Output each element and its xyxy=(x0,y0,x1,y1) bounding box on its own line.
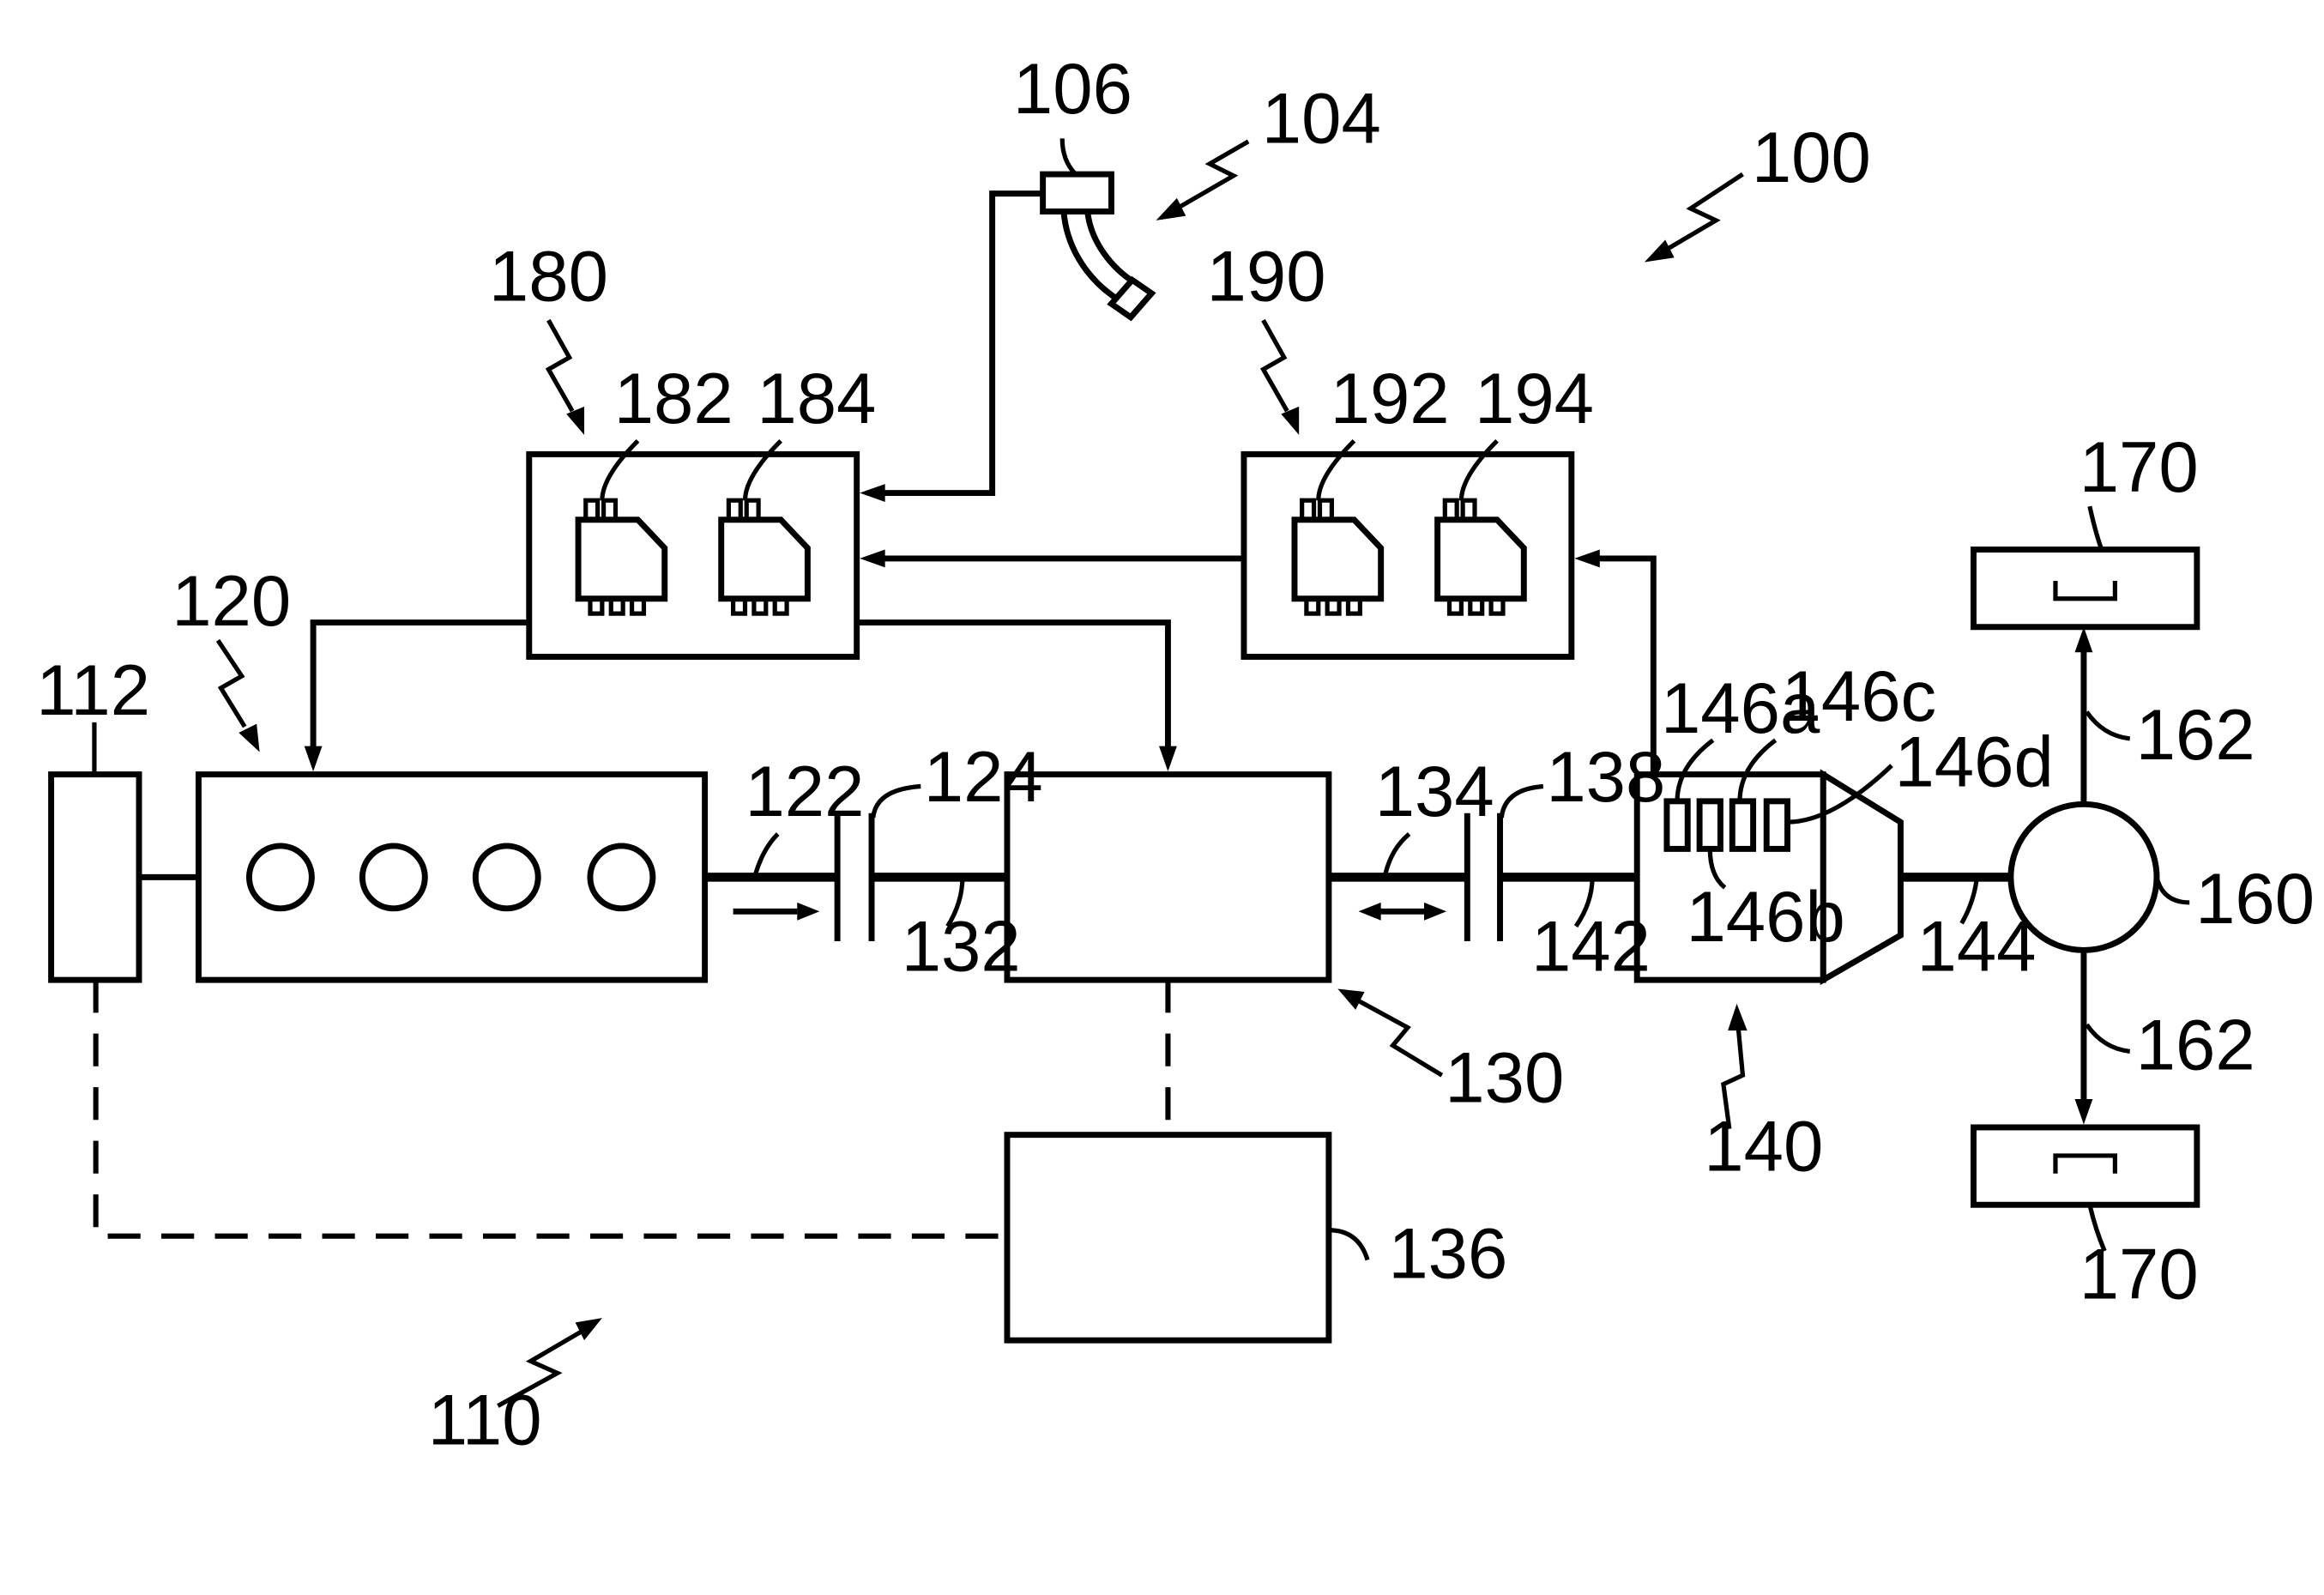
label-120: 120 xyxy=(172,561,291,641)
label-100: 100 xyxy=(1752,118,1871,197)
arrowhead-190-to-180 xyxy=(860,549,885,567)
arrow-134-head-right xyxy=(1424,903,1446,921)
label-190: 190 xyxy=(1207,237,1326,317)
label-140: 140 xyxy=(1704,1106,1823,1186)
label-194: 194 xyxy=(1475,359,1594,438)
axle-162-top-head xyxy=(2075,627,2093,653)
label-122: 122 xyxy=(745,752,864,831)
cable-104-inner xyxy=(1088,211,1136,282)
box-112 xyxy=(51,775,139,981)
label-112: 112 xyxy=(36,650,150,730)
label-110: 110 xyxy=(428,1381,542,1460)
engine-120 xyxy=(198,775,704,981)
arrowhead-180-to-130 xyxy=(1159,746,1177,772)
label-162-top: 162 xyxy=(2136,695,2255,775)
wheel-170-top xyxy=(1973,549,2196,626)
label-160: 160 xyxy=(2195,859,2315,939)
arrow-134-head-left xyxy=(1359,903,1381,921)
arrowhead-180-to-120 xyxy=(305,746,323,772)
label-180: 180 xyxy=(489,237,608,317)
label-192: 192 xyxy=(1331,359,1450,438)
label-134: 134 xyxy=(1375,752,1494,831)
label-182: 182 xyxy=(614,359,733,438)
arrowhead-140-to-190 xyxy=(1574,549,1600,567)
label-132: 132 xyxy=(902,907,1021,987)
label-130: 130 xyxy=(1445,1037,1564,1117)
label-124: 124 xyxy=(924,737,1043,817)
label-184: 184 xyxy=(757,359,876,438)
label-170-top: 170 xyxy=(2080,427,2199,507)
label-162-bottom: 162 xyxy=(2136,1005,2255,1084)
arrow-122-head xyxy=(797,903,819,921)
transmission-130 xyxy=(1007,775,1329,981)
line-180-to-130 xyxy=(857,623,1168,750)
label-138: 138 xyxy=(1546,737,1665,817)
plug-104 xyxy=(1111,280,1151,317)
label-106: 106 xyxy=(1013,49,1132,129)
line-180-to-120 xyxy=(313,623,529,750)
wheel-170-bottom xyxy=(1973,1127,2196,1205)
dashed-112-136 xyxy=(96,980,1007,1236)
label-142: 142 xyxy=(1531,907,1651,987)
axle-162-bottom-head xyxy=(2075,1099,2093,1125)
box-136 xyxy=(1007,1135,1329,1341)
line-106-to-180 xyxy=(882,194,1042,493)
label-146d: 146d xyxy=(1894,722,2053,801)
label-104: 104 xyxy=(1262,79,1381,159)
label-136: 136 xyxy=(1388,1213,1507,1293)
label-170-bottom: 170 xyxy=(2080,1235,2199,1314)
label-144: 144 xyxy=(1917,907,2037,987)
connector-106 xyxy=(1043,174,1112,211)
label-146b: 146b xyxy=(1686,877,1844,957)
arrowhead-106-to-180 xyxy=(860,484,885,502)
